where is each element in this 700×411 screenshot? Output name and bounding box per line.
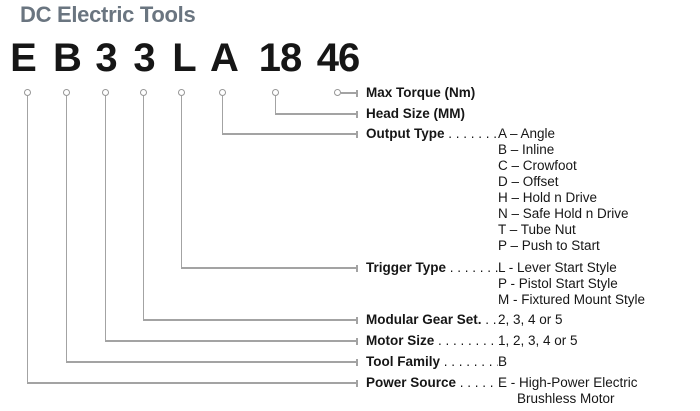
legend-row-trigger-type: Trigger Type . . . . . . . L - Lever Sta… — [366, 260, 645, 307]
legend-value: L - Lever Start Style — [498, 260, 617, 275]
legend-row-max-torque: Max Torque (Nm) — [366, 85, 475, 101]
leader-line-trigger-type — [180, 96, 182, 268]
legend-label-cell: Modular Gear Set. . . — [366, 312, 498, 328]
legend-value: H – Hold n Drive — [498, 190, 598, 205]
dot-leader: . . . . . . . — [446, 260, 498, 275]
connector-node-icon — [140, 89, 147, 96]
legend-value: M - Fixtured Mount Style — [498, 292, 646, 307]
leader-line-max-torque — [341, 92, 357, 94]
code-segment-power-source: E — [10, 36, 37, 80]
connector-node-icon — [63, 89, 70, 96]
connector-node-icon — [272, 89, 279, 96]
legend-label: Head Size (MM) — [366, 106, 466, 121]
legend-value: P - Pistol Start Style — [498, 276, 618, 291]
leader-line-power-source — [26, 96, 28, 383]
leader-line-motor-size — [104, 96, 106, 341]
connector-node-icon — [102, 89, 109, 96]
leader-line-trigger-type — [180, 267, 357, 269]
connector-node-icon — [24, 89, 31, 96]
legend-values: E - High-Power Electric Brushless Motor — [498, 375, 638, 407]
legend-values: A – Angle B – Inline C – Crowfoot D – Of… — [498, 126, 629, 254]
leader-end-tick — [356, 379, 358, 387]
legend-values: 2, 3, 4 or 5 — [498, 312, 563, 328]
legend-label: Power Source — [366, 375, 457, 390]
legend-row-output-type: Output Type . . . . . . . A – Angle B – … — [366, 126, 629, 253]
legend-value: 1, 2, 3, 4 or 5 — [498, 333, 578, 348]
connector-node-icon — [219, 89, 226, 96]
leader-line-power-source — [26, 382, 357, 384]
leader-line-output-type — [221, 96, 223, 134]
legend-value: 2, 3, 4 or 5 — [498, 312, 563, 327]
legend-value: B — [498, 354, 508, 369]
legend-value: D – Offset — [498, 174, 559, 189]
leader-end-tick — [356, 89, 358, 97]
code-segment-modular-gear-set: 3 — [133, 36, 155, 80]
leader-end-tick — [356, 264, 358, 272]
dot-leader: . . . . . . — [456, 375, 498, 390]
leader-line-head-size — [274, 96, 276, 114]
code-segment-trigger-type: L — [172, 36, 196, 80]
legend-value: A – Angle — [498, 126, 556, 141]
code-segment-motor-size: 3 — [95, 36, 117, 80]
dot-leader: . . — [481, 312, 497, 327]
legend-value: N – Safe Hold n Drive — [498, 206, 629, 221]
leader-end-tick — [356, 130, 358, 138]
legend-value: T – Tube Nut — [498, 222, 576, 237]
legend-label-cell: Power Source . . . . . . — [366, 375, 498, 391]
legend-values: L - Lever Start Style P - Pistol Start S… — [498, 260, 645, 308]
legend-label: Output Type — [366, 126, 445, 141]
legend-label: Motor Size — [366, 333, 435, 348]
legend-values: 1, 2, 3, 4 or 5 — [498, 333, 578, 349]
page-title: DC Electric Tools — [20, 2, 196, 27]
code-segment-tool-family: B — [53, 36, 82, 80]
dot-leader: . . . . . . . — [444, 126, 498, 141]
connector-node-icon — [334, 89, 341, 96]
legend-label: Trigger Type — [366, 260, 447, 275]
leader-end-tick — [356, 358, 358, 366]
leader-end-tick — [356, 337, 358, 345]
leader-line-motor-size — [104, 340, 357, 342]
code-segment-head-size: 18 — [258, 36, 302, 80]
legend-value: P – Push to Start — [498, 238, 600, 253]
legend-label-cell: Output Type . . . . . . . — [366, 126, 498, 142]
leader-end-tick — [356, 316, 358, 324]
legend-value: E - High-Power Electric — [498, 375, 638, 390]
code-segment-output-type: A — [210, 36, 239, 80]
connector-node-icon — [178, 89, 185, 96]
legend-row-power-source: Power Source . . . . . . E - High-Power … — [366, 375, 638, 406]
legend-values: B — [498, 354, 507, 370]
leader-line-head-size — [274, 113, 357, 115]
legend-row-head-size: Head Size (MM) — [366, 106, 465, 122]
legend-label-cell: Trigger Type . . . . . . . — [366, 260, 498, 276]
legend-row-tool-family: Tool Family . . . . . . . . B — [366, 354, 507, 370]
legend-label-cell: Tool Family . . . . . . . . — [366, 354, 498, 370]
leader-end-tick — [356, 110, 358, 118]
legend-value: C – Crowfoot — [498, 158, 577, 173]
legend-label-cell: Motor Size . . . . . . . . — [366, 333, 498, 349]
legend-label: Max Torque (Nm) — [366, 85, 476, 100]
leader-line-tool-family — [65, 361, 357, 363]
dot-leader: . . . . . . . . — [440, 354, 498, 369]
legend-value: Brushless Motor — [517, 391, 615, 406]
legend-row-modular-gear-set: Modular Gear Set. . . 2, 3, 4 or 5 — [366, 312, 563, 328]
dot-leader: . . . . . . . . — [434, 333, 495, 348]
legend-label: Tool Family — [366, 354, 441, 369]
legend-row-motor-size: Motor Size . . . . . . . . 1, 2, 3, 4 or… — [366, 333, 578, 349]
leader-line-tool-family — [65, 96, 67, 362]
code-segment-max-torque: 46 — [316, 36, 360, 80]
leader-line-modular-gear-set — [142, 96, 144, 320]
legend-label: Modular Gear Set. — [366, 312, 482, 327]
leader-line-modular-gear-set — [142, 319, 357, 321]
leader-line-output-type — [221, 133, 357, 135]
legend-value: B – Inline — [498, 142, 555, 157]
